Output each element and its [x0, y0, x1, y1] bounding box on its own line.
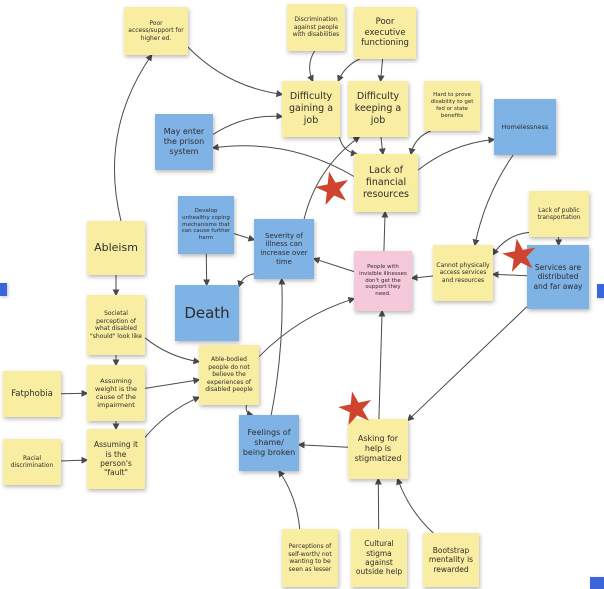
red-star-marker[interactable]: ★: [308, 159, 358, 218]
red-star-marker[interactable]: ★: [495, 226, 544, 285]
connector-racial-discrimination--assuming-fault: [60, 456, 89, 464]
sticky-note-discrimination-disabilities[interactable]: Discrimination against people with disab…: [287, 4, 345, 51]
sticky-note-death[interactable]: Death: [175, 285, 239, 341]
connector-poor-executive--difficulty-keeping: [377, 58, 385, 83]
connector-discrimination-disabilities--difficulty-gaining: [307, 50, 316, 83]
connector-hard-to-prove--lack-financial: [408, 130, 431, 156]
sticky-note-cannot-access[interactable]: Cannot physically access services and re…: [433, 245, 493, 301]
connector-ableism--poor-access: [113, 53, 153, 222]
sticky-note-cultural-stigma[interactable]: Cultural stigma against outside help: [351, 529, 407, 587]
sticky-note-homelessness[interactable]: Homelessness: [494, 99, 556, 155]
connector-assuming-weight--able-bodied: [144, 377, 201, 389]
sticky-note-hard-to-prove[interactable]: Hard to prove disability to get fed or s…: [424, 81, 480, 131]
connector-services-distributed--asking-help: [406, 306, 528, 422]
connector-assuming-fault--able-bodied: [144, 396, 201, 438]
connector-bootstrap-mentality--asking-help: [396, 477, 434, 534]
sticky-note-services-distributed[interactable]: Services are distributed and far away: [527, 245, 589, 309]
connector-poor-access--difficulty-gaining: [187, 46, 284, 98]
connector-feelings-shame--severity-illness: [270, 277, 286, 416]
connector-societal-perception--able-bodied: [144, 337, 201, 365]
connector-perceptions-selfworth--feelings-shame: [278, 469, 301, 530]
sticky-note-assuming-weight[interactable]: Assuming weight is the cause of the impa…: [87, 365, 145, 421]
sticky-note-racial-discrimination[interactable]: Racial discrimination: [3, 439, 61, 485]
connector-lack-financial--homelessness: [417, 136, 496, 171]
connector-difficulty-keeping--lack-financial: [378, 136, 386, 156]
connector-unhealthy-coping--severity-illness: [233, 233, 256, 242]
connector-asking-help--feelings-shame: [297, 441, 349, 449]
sticky-note-lack-financial[interactable]: Lack of financial resources: [354, 154, 418, 212]
sticky-note-fatphobia[interactable]: Fatphobia: [3, 371, 61, 417]
connector-invisible-illnesses--lack-financial: [381, 210, 389, 252]
sticky-note-severity-illness[interactable]: Severity of illness can increase over ti…: [254, 219, 314, 279]
connector-able-bodied--invisible-illnesses: [258, 297, 356, 358]
sticky-note-prison-system[interactable]: May enter the prison system: [155, 114, 213, 170]
sticky-note-assuming-fault[interactable]: Assuming it is the person's "fault": [87, 429, 145, 489]
canvas-edge-fragment: [0, 283, 7, 296]
connector-poor-executive--difficulty-gaining: [337, 58, 360, 83]
connector-prison-system--difficulty-gaining: [212, 112, 284, 135]
connector-invisible-illnesses--severity-illness: [312, 257, 355, 273]
sticky-note-societal-perception[interactable]: Societal perception of what disabled "sh…: [87, 295, 145, 355]
sticky-note-unhealthy-coping[interactable]: Develop unhealthy coping mechanisms that…: [178, 196, 234, 254]
red-star-marker[interactable]: ★: [331, 379, 381, 438]
sticky-note-asking-help[interactable]: Asking for help is stigmatized: [348, 419, 408, 479]
sticky-note-poor-executive[interactable]: Poor executive functioning: [354, 7, 416, 59]
canvas-edge-fragment: [590, 577, 604, 589]
connector-cannot-access--invisible-illnesses: [410, 274, 434, 282]
sticky-note-difficulty-gaining[interactable]: Difficulty gaining a job: [282, 81, 340, 137]
sticky-note-poor-access[interactable]: Poor access/support for higher ed.: [124, 7, 188, 55]
connector-asking-help--invisible-illnesses: [378, 309, 386, 420]
sticky-note-perceptions-selfworth[interactable]: Perceptions of self-worth/ not wanting t…: [282, 529, 338, 587]
sticky-note-invisible-illnesses[interactable]: People with invisible illnesses don't ge…: [354, 251, 412, 311]
connector-able-bodied--feelings-shame: [245, 404, 254, 418]
sticky-note-feelings-shame[interactable]: Feelings of shame/ being broken: [239, 415, 299, 471]
connector-severity-illness--death: [237, 273, 255, 288]
sticky-note-lack-public-transport[interactable]: Lack of public transportation: [529, 191, 589, 237]
sticky-note-bootstrap-mentality[interactable]: Bootstrap mentality is rewarded: [423, 533, 479, 587]
connector-difficulty-gaining--lack-financial: [338, 136, 358, 157]
sticky-note-difficulty-keeping[interactable]: Difficulty keeping a job: [348, 81, 408, 137]
canvas-edge-fragment: [597, 284, 604, 298]
sticky-note-able-bodied[interactable]: Able-bodied people do not believe the ex…: [199, 345, 259, 405]
sticky-note-ableism[interactable]: Ableism: [87, 221, 145, 275]
